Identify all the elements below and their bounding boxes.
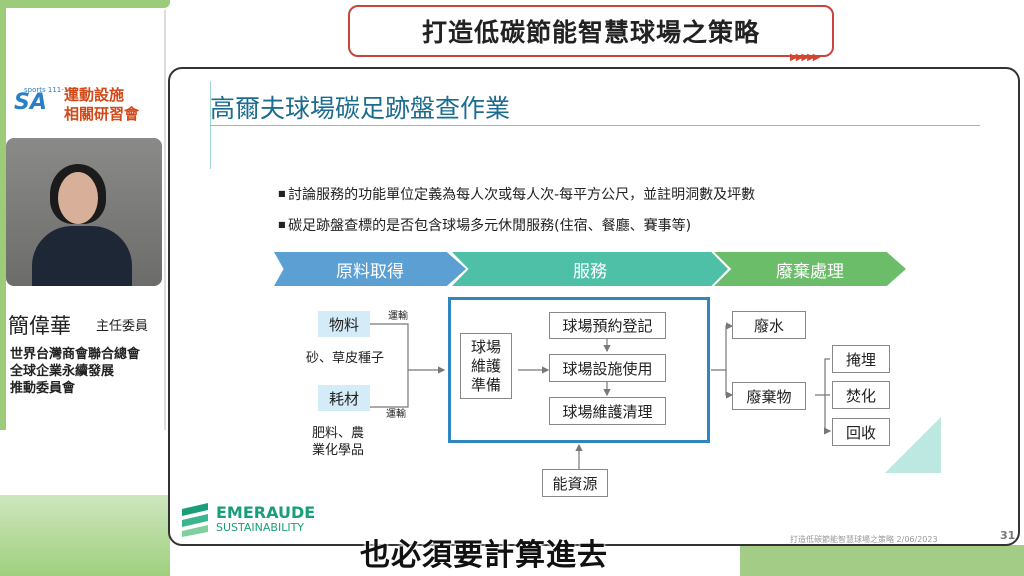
consumable-box: 耗材 — [318, 385, 370, 411]
energy-box: 能資源 — [542, 469, 608, 497]
consumable-desc: 肥料、農業化學品 — [312, 426, 365, 458]
bullet: 討論服務的功能單位定義為每人次或每人次-每平方公尺，並註明洞數及坪數 — [278, 179, 755, 210]
speaker-video — [6, 138, 162, 286]
transport-label: 運輸 — [386, 409, 406, 420]
emeraude-mark-icon — [182, 503, 208, 537]
page-number: 31 — [1000, 529, 1016, 542]
bullet: 碳足跡盤查標的是否包含球場多元休閒服務(住宿、餐廳、賽事等) — [278, 210, 755, 241]
speaker-panel — [6, 10, 166, 430]
landfill-box: 掩埋 — [832, 345, 890, 373]
slide-footer: 打造低碳節能智慧球場之策略 2/06/2023 — [790, 535, 938, 544]
solid-waste-box: 廢棄物 — [732, 382, 806, 410]
stage-raw-material: 原料取得 — [274, 252, 466, 286]
subtitle-caption: 也必須要計算進去 — [360, 538, 608, 573]
top-accent-bar — [0, 0, 170, 8]
bullet-list: 討論服務的功能單位定義為每人次或每人次-每平方公尺，並註明洞數及坪數 碳足跡盤查… — [278, 179, 755, 241]
recycling-box: 回收 — [832, 418, 890, 446]
speaker-title: 主任委員 — [96, 319, 149, 334]
speaker-org: 世界台灣商會聯合總會 全球企業永續發展 推動委員會 — [10, 347, 141, 396]
course-prep-box: 球場維護準備 — [460, 333, 512, 399]
booking-box: 球場預約登記 — [549, 312, 666, 339]
wastewater-box: 廢水 — [732, 311, 806, 339]
incineration-box: 焚化 — [832, 381, 890, 409]
decor-triangle — [885, 417, 941, 473]
service-boundary — [448, 297, 710, 443]
arrows-icon: ▶▶▶▶▶ — [790, 52, 820, 63]
facility-use-box: 球場設施使用 — [549, 354, 666, 382]
bottom-accent — [740, 545, 1024, 576]
material-box: 物料 — [318, 311, 370, 337]
transport-label: 運輸 — [388, 311, 408, 322]
event-logo: sports 111-112 SA 運動設施相關研習會 — [14, 86, 140, 123]
material-desc: 砂、草皮種子 — [306, 351, 385, 366]
header-title: 打造低碳節能智慧球場之策略 — [348, 5, 834, 57]
flow-lines — [370, 322, 1020, 469]
slide-title: 高爾夫球場碳足跡盤查作業 — [210, 94, 511, 123]
stage-disposal: 廢棄處理 — [714, 252, 906, 286]
slide: 高爾夫球場碳足跡盤查作業 討論服務的功能單位定義為每人次或每人次-每平方公尺，並… — [168, 67, 1020, 546]
speaker-name: 簡偉華 — [8, 314, 71, 338]
golf-scene-illustration — [0, 460, 170, 576]
stage-service: 服務 — [452, 252, 728, 286]
left-accent-strip — [0, 0, 6, 430]
maintenance-box: 球場維護清理 — [549, 397, 666, 425]
